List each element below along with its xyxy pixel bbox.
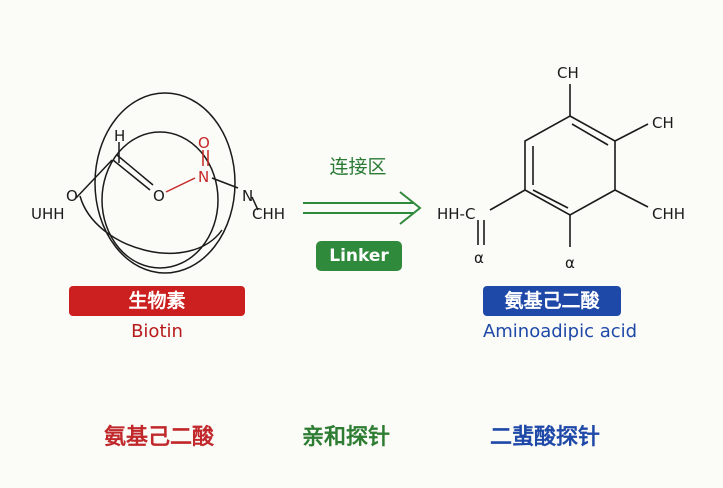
benzene-ring	[524, 115, 616, 216]
biotin-loop-lower	[79, 195, 223, 254]
bottom-label-aminoadipic: 氨基己二酸	[104, 425, 215, 450]
atom-o-top: O	[198, 134, 210, 152]
biotin-atom-labels: H O N O O N UHH CHH	[31, 127, 285, 223]
atom-alpha-left: α	[474, 249, 484, 267]
atom-uhh: UHH	[31, 205, 65, 223]
biotin-ring-outer	[94, 92, 236, 274]
biotin-structure	[75, 92, 259, 274]
bottom-label-acid-probe: 二蜚酸探针	[490, 425, 601, 450]
aminoadipic-label-box: 氨基己二酸	[483, 286, 621, 316]
aminoadipic-caption: Aminoadipic acid	[482, 321, 638, 342]
atom-n-mid: N	[198, 168, 209, 186]
atom-hhc: HH-C	[437, 205, 475, 223]
linker-badge: Linker	[316, 241, 402, 271]
atom-ch-right: CH	[652, 114, 674, 132]
aminoadipic-structure	[477, 84, 649, 247]
atom-n-right: N	[242, 187, 253, 205]
atom-h-top: H	[114, 127, 125, 145]
atom-chh: CHH	[252, 205, 285, 223]
aminoadipic-atom-labels: CH CH CHH HH-C α α	[437, 64, 685, 272]
bottom-label-affinity-probe: 亲和探针	[302, 425, 391, 450]
atom-ch-top: CH	[557, 64, 579, 82]
atom-chh-right: CHH	[652, 205, 685, 223]
atom-o-mid: O	[153, 187, 165, 205]
reaction-arrow	[303, 191, 422, 225]
atom-alpha-ring: α	[565, 254, 575, 272]
biotin-ring-inner	[101, 131, 219, 269]
connector-label: 连接区	[329, 156, 387, 178]
atom-o-left: O	[66, 187, 78, 205]
biotin-label-box: 生物素	[69, 286, 245, 316]
biotin-caption: Biotin	[131, 321, 183, 342]
